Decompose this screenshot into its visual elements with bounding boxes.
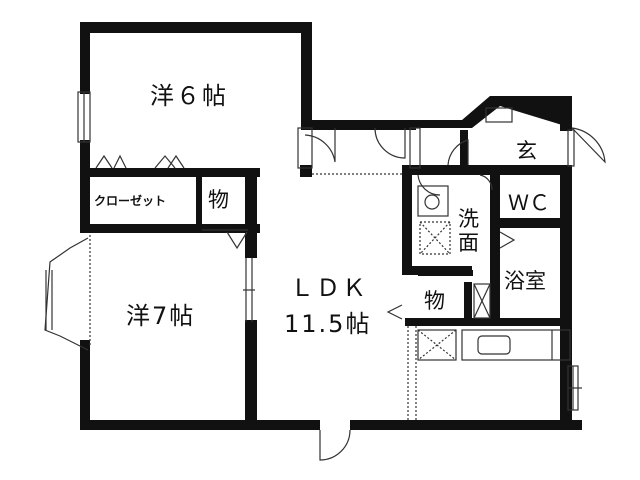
ldk-name-label: ＬＤＫ <box>290 274 368 302</box>
wc-label: ＷＣ <box>508 191 550 215</box>
closet-label: クローゼット <box>94 193 166 208</box>
washroom-label-1: 洗 <box>458 207 479 231</box>
room-western-6-label: 洋６帖 <box>150 82 228 110</box>
thin-lines <box>44 91 606 461</box>
washroom-label-2: 面 <box>458 231 479 255</box>
room-western-7-label: 洋7帖 <box>126 302 195 330</box>
room-labels: 洋６帖 洋7帖 ＬＤＫ 11.5帖 クローゼット 物 物 玄 ＷＣ 浴室 洗 面 <box>94 82 550 338</box>
entrance-label: 玄 <box>516 139 537 163</box>
storage-mid-label: 物 <box>424 289 445 313</box>
ldk-size-label: 11.5帖 <box>284 310 371 338</box>
bath-label: 浴室 <box>504 269 546 293</box>
storage-upper-label: 物 <box>208 188 229 212</box>
